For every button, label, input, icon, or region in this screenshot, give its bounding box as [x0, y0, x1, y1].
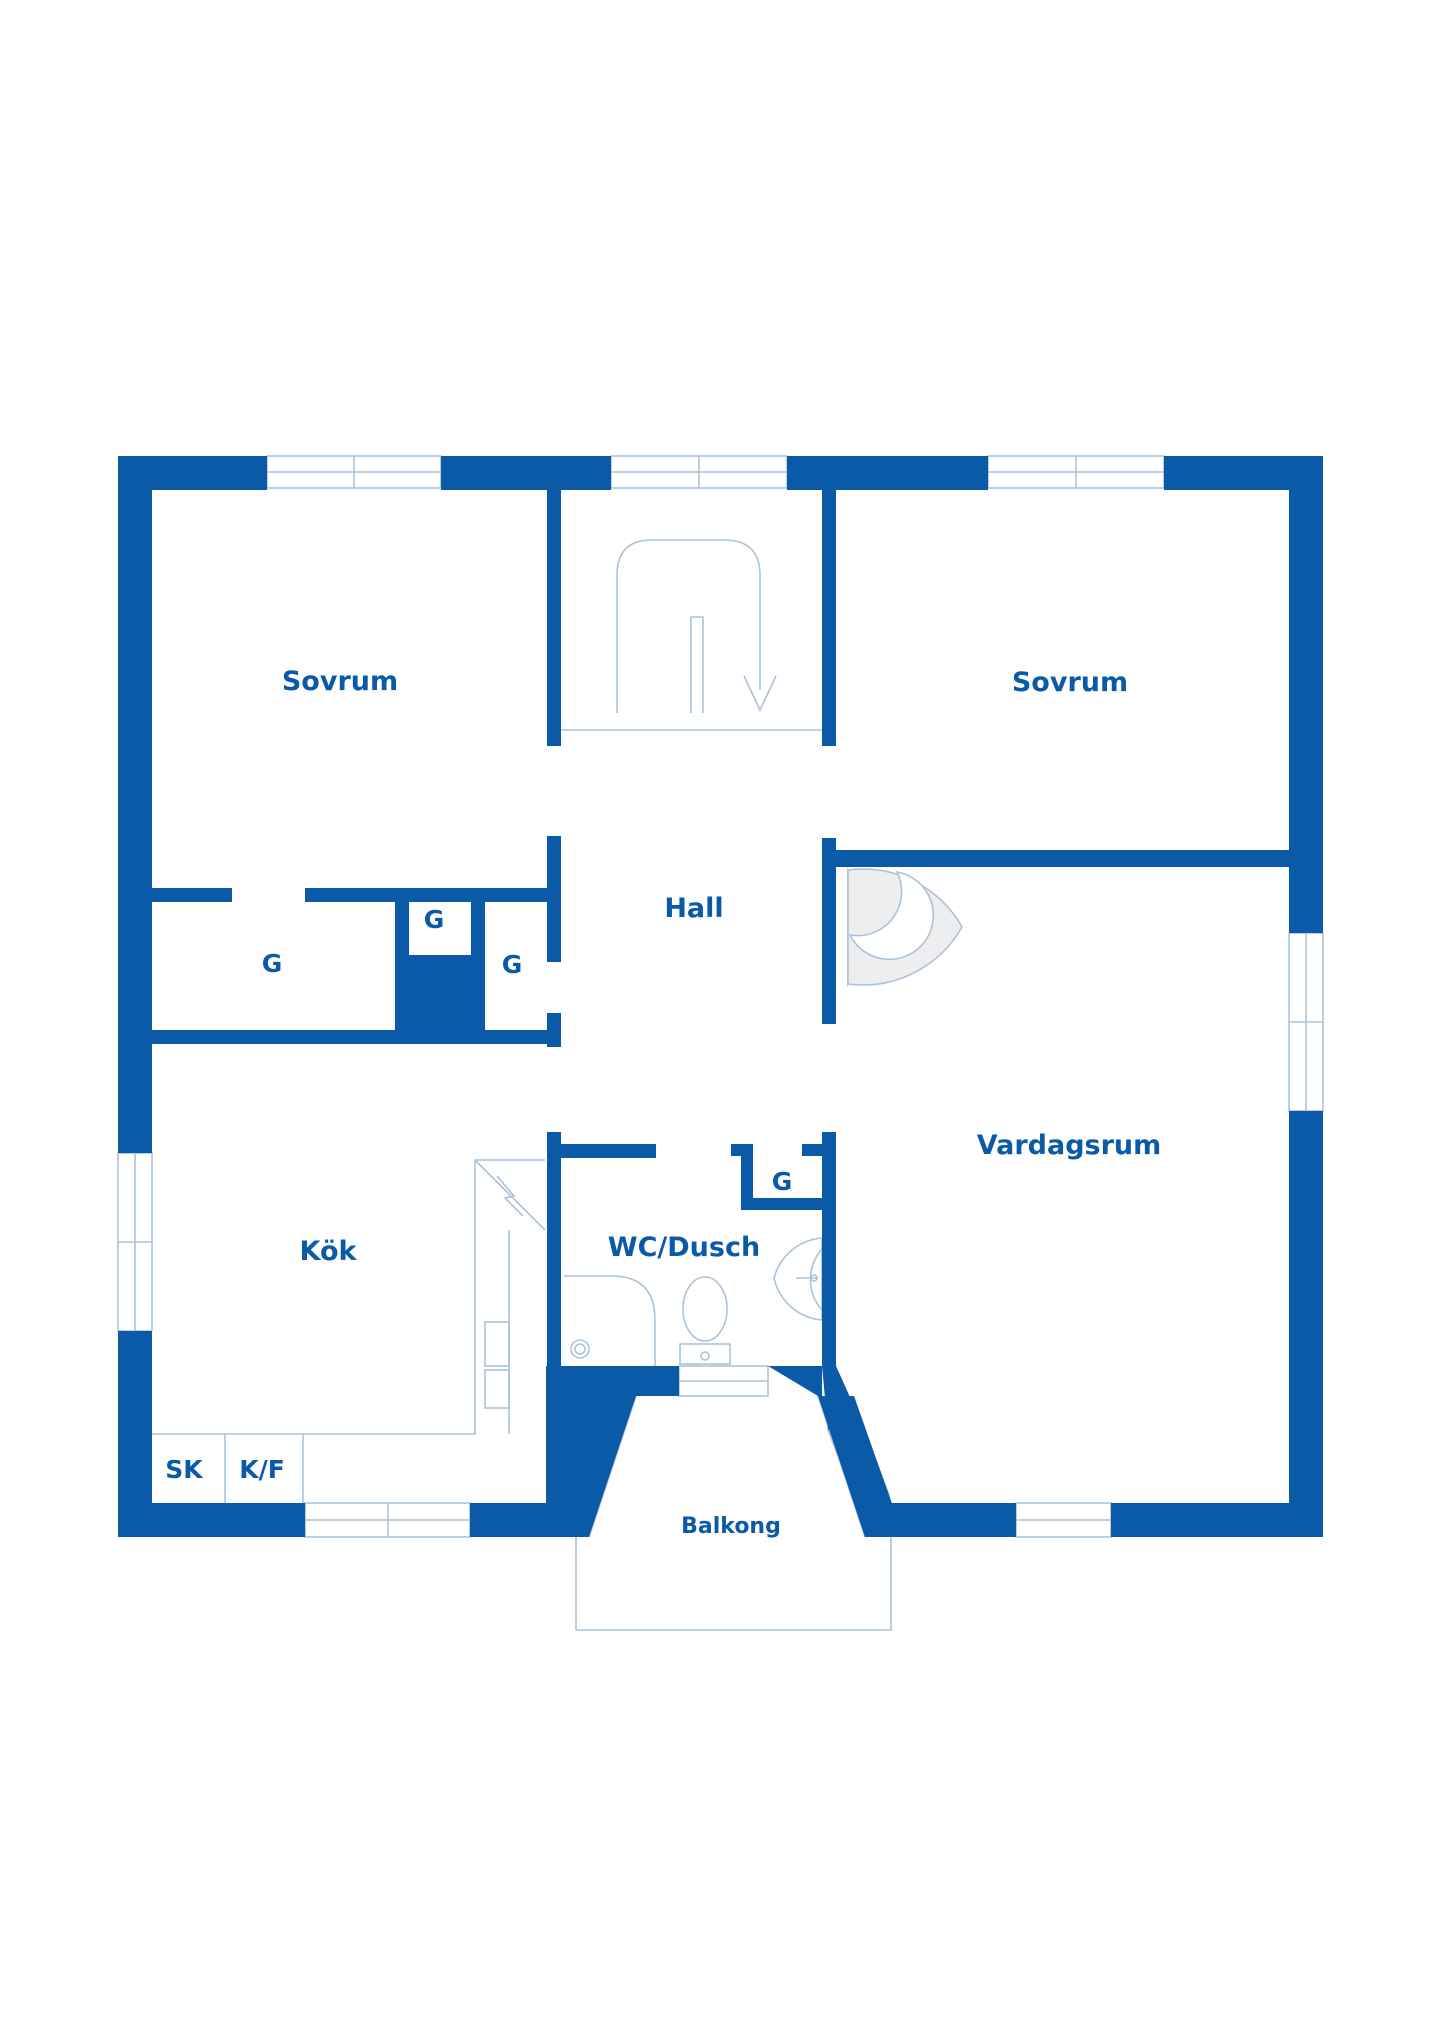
- shower-icon: [564, 1275, 656, 1366]
- kitchen-counter: [152, 1159, 545, 1503]
- fireplace-icon: [847, 867, 963, 987]
- toilet-icon: [679, 1276, 731, 1365]
- walls: [118, 456, 1323, 1537]
- storage-label-g-mid: G: [502, 950, 523, 979]
- window-left: [117, 1152, 153, 1332]
- room-labels: Sovrum Sovrum Hall Kök WC/Dusch Vardagsr…: [165, 666, 1161, 1539]
- window-bottom-right: [1015, 1502, 1112, 1538]
- room-label-vardagsrum: Vardagsrum: [977, 1130, 1162, 1161]
- kitchen-label-kf: K/F: [239, 1455, 285, 1484]
- room-label-balkong: Balkong: [681, 1514, 781, 1539]
- balcony-door: [678, 1365, 769, 1397]
- storage-label-g-wc: G: [772, 1167, 793, 1196]
- room-label-hall: Hall: [664, 893, 723, 924]
- room-label-sovrum-right: Sovrum: [1012, 667, 1128, 698]
- sink-icon: [773, 1237, 823, 1321]
- window-top-left: [266, 455, 442, 489]
- window-top-middle: [610, 455, 788, 489]
- stove-icon: [474, 1159, 546, 1231]
- windows: [117, 455, 1324, 1538]
- storage-label-g-left: G: [262, 949, 283, 978]
- window-bottom-left: [304, 1502, 471, 1538]
- window-top-right: [987, 455, 1165, 489]
- kitchen-label-sk: SK: [165, 1455, 204, 1484]
- room-label-kok: Kök: [300, 1236, 358, 1267]
- window-right: [1288, 932, 1324, 1112]
- staircase-icon: [561, 539, 822, 731]
- room-label-wc-dusch: WC/Dusch: [608, 1232, 760, 1263]
- room-label-sovrum-left: Sovrum: [282, 666, 398, 697]
- storage-label-g-small: G: [424, 905, 445, 934]
